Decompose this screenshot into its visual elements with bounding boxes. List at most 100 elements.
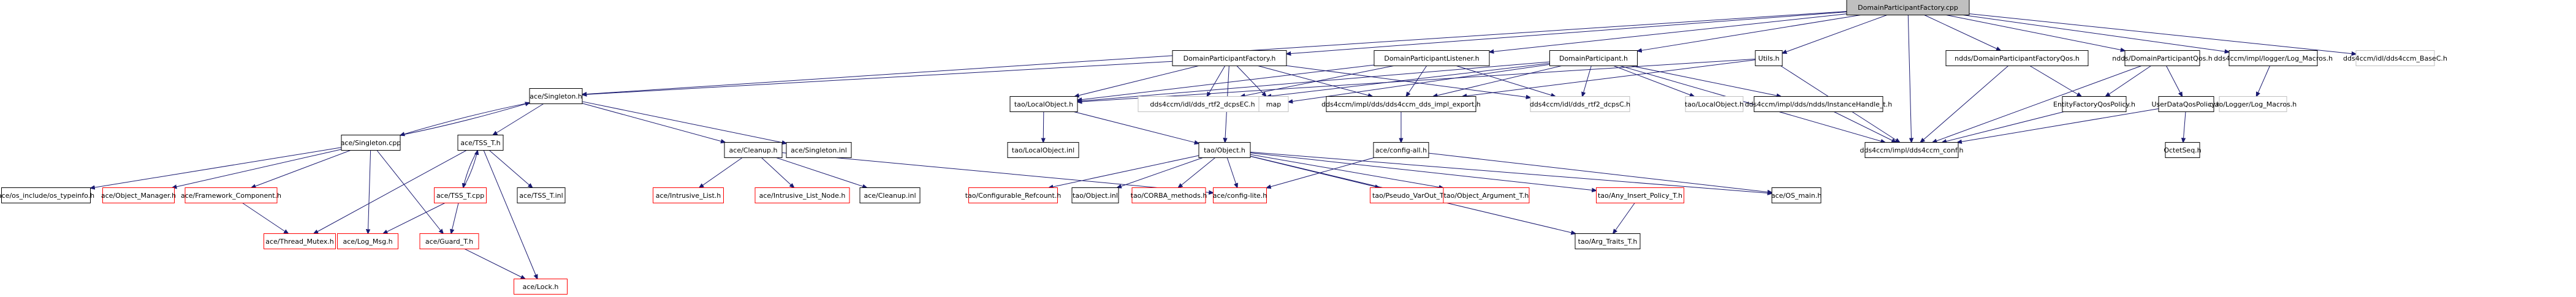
graph-node[interactable]: ace/Cleanup.inl	[859, 187, 921, 203]
graph-node[interactable]: ace/TSS_T.inl	[517, 187, 566, 203]
edge-tss_cpp-to-tss_h	[463, 151, 477, 188]
node-box	[786, 142, 852, 158]
edge-root-to-ndds_dpfqos	[1924, 15, 2000, 51]
graph-node[interactable]: ace/Framework_Component.h	[181, 187, 281, 203]
graph-node[interactable]: ace/os_include/os_typeinfo.h	[0, 187, 94, 203]
node-label: ace/Log_Msg.h	[343, 238, 392, 246]
graph-node[interactable]: dds4ccm/impl/dds/dds4ccm_dds_impl_export…	[1321, 96, 1481, 112]
node-label: ndds/DomainParticipantQos.h	[2112, 55, 2213, 62]
graph-node[interactable]: ace/Singleton.cpp	[341, 135, 401, 151]
node-label: ciao/Logger/Log_Macros.h	[2209, 100, 2297, 108]
graph-node[interactable]: tao/Object_Argument_T.h	[1443, 187, 1530, 203]
graph-node[interactable]: DomainParticipantFactory.h	[1172, 50, 1287, 66]
node-label: tao/LocalObject.h	[1014, 100, 1073, 108]
edges-layer	[91, 11, 2357, 279]
node-box	[1198, 142, 1251, 158]
node-label: ace/Lock.h	[523, 283, 559, 291]
node-box	[653, 187, 724, 203]
graph-node[interactable]: ace/Singleton.h	[529, 88, 583, 104]
graph-node[interactable]: tao/LocalObject.inl	[1007, 142, 1079, 158]
graph-node[interactable]: dds4ccm/idl/dds_rtf2_dcpsC.h	[1530, 96, 1630, 112]
graph-node[interactable]: tao/Configurable_Refcount.h	[965, 187, 1062, 203]
graph-node[interactable]: dds4ccm/impl/logger/Log_Macros.h	[2214, 50, 2333, 66]
graph-node[interactable]: tao/CORBA_methods.h	[1131, 187, 1207, 203]
edge-config_all-to-config_lite	[1267, 157, 1374, 188]
graph-node[interactable]: ace/Singleton.inl	[786, 142, 852, 158]
node-box	[2062, 96, 2127, 112]
edge-dpl_h-to-localobj_h	[1077, 64, 1375, 100]
node-box	[517, 187, 566, 203]
edge-dpl_h-to-dcpsc	[1456, 66, 1555, 97]
node-label: ace/OS_main.h	[1771, 192, 1822, 200]
node-box	[1846, 0, 1970, 15]
graph-node[interactable]: ndds/DomainParticipantQos.h	[2112, 50, 2213, 66]
graph-node[interactable]: ace/Lock.h	[514, 279, 568, 295]
graph-node[interactable]: ace/TSS_T.h	[457, 135, 504, 151]
graph-node[interactable]: ace/Thread_Mutex.h	[264, 233, 336, 249]
edge-log_macros-to-ciao_log	[2257, 66, 2270, 97]
edge-object_h-to-corba_methods	[1178, 157, 1215, 188]
edge-dpf_h-to-dcpsec	[1207, 66, 1226, 97]
node-label: tao/Any_Insert_Policy_T.h	[1598, 192, 1682, 200]
node-box	[434, 187, 487, 203]
graph-node[interactable]: ace/Intrusive_List.h	[653, 187, 724, 203]
node-box	[2158, 96, 2214, 112]
graph-node[interactable]: ndds/DomainParticipantFactoryQos.h	[1945, 50, 2089, 66]
edge-root-to-basec	[1969, 13, 2356, 54]
graph-node[interactable]: tao/LocalObject.h	[1685, 96, 1744, 112]
graph-node[interactable]: ace/config-lite.h	[1213, 187, 1267, 203]
graph-node[interactable]: ace/TSS_T.cpp	[434, 187, 487, 203]
edge-object_h-to-object_inl	[1117, 157, 1203, 188]
graph-node[interactable]: dds4ccm/impl/dds/ndds/InstanceHandle_t.h	[1745, 96, 1892, 112]
graph-node[interactable]: DomainParticipant.h	[1549, 50, 1638, 66]
graph-node[interactable]: tao/Object.h	[1198, 142, 1251, 158]
graph-node[interactable]: ace/OS_main.h	[1771, 187, 1822, 203]
graph-node[interactable]: map	[1258, 96, 1289, 112]
graph-node[interactable]: tao/Arg_Traits_T.h	[1575, 233, 1641, 249]
graph-node[interactable]: ace/Log_Msg.h	[337, 233, 398, 249]
edge-singleton_cpp-to-obj_manager	[172, 149, 342, 188]
graph-node[interactable]: tao/LocalObject.h	[1009, 96, 1078, 112]
graph-node[interactable]: ace/Guard_T.h	[419, 233, 479, 249]
edge-tss_cpp-to-guard_t	[451, 203, 459, 234]
node-box	[337, 233, 398, 249]
graph-node: DomainParticipantFactory.cpp	[1846, 0, 1970, 15]
node-box	[419, 233, 479, 249]
graph-node[interactable]: dds4ccm/impl/dds4ccm_conf.h	[1860, 142, 1964, 158]
graph-node[interactable]: UserDataQosPolicy.h	[2152, 96, 2221, 112]
edge-tss_h-to-lock_h	[483, 150, 538, 279]
graph-node[interactable]: tao/Object.inl	[1071, 187, 1119, 203]
node-label: ace/Object_Manager.h	[101, 192, 176, 200]
node-label: dds4ccm/impl/dds/dds4ccm_dds_impl_export…	[1321, 100, 1481, 108]
edge-dp_h-to-conf_h	[1620, 66, 1885, 143]
node-label: tao/Configurable_Refcount.h	[965, 192, 1062, 200]
graph-node[interactable]: dds4ccm/idl/dds4ccm_BaseC.h	[2343, 50, 2447, 66]
graph-node[interactable]: ace/config-all.h	[1373, 142, 1429, 158]
node-box	[1370, 187, 1452, 203]
node-label: dds4ccm/idl/dds_rtf2_dcpsEC.h	[1150, 100, 1255, 108]
edge-cleanup_h-to-config_lite	[781, 152, 1214, 193]
edge-userdata_qos-to-octetseq	[2183, 111, 2186, 143]
graph-node[interactable]: tao/Any_Insert_Policy_T.h	[1596, 187, 1684, 203]
node-label: DomainParticipantListener.h	[1384, 55, 1479, 62]
edge-localobj_h-to-object_h	[1074, 111, 1199, 144]
edge-singleton_cpp-to-singleton_h	[400, 103, 530, 136]
graph-node[interactable]: ace/Intrusive_List_Node.h	[754, 187, 850, 203]
graph-node[interactable]: tao/Pseudo_VarOut_T.h	[1370, 187, 1452, 203]
graph-node[interactable]: ace/Object_Manager.h	[101, 187, 176, 203]
graph-node[interactable]: ace/Cleanup.h	[724, 142, 783, 158]
graph-node[interactable]: ciao/Logger/Log_Macros.h	[2209, 96, 2297, 112]
node-box	[2124, 50, 2200, 66]
graph-node[interactable]: OctetSeq.h	[2164, 142, 2202, 158]
edge-root-to-log_macros	[1962, 15, 2229, 52]
graph-node[interactable]: Utils.h	[1755, 50, 1783, 66]
graph-node[interactable]: EntityFactoryQosPolicy.h	[2053, 96, 2135, 112]
edge-dpf_h-to-map	[1236, 66, 1266, 97]
graph-node[interactable]: DomainParticipantListener.h	[1373, 50, 1490, 66]
node-box	[754, 187, 850, 203]
graph-node[interactable]: dds4ccm/idl/dds_rtf2_dcpsEC.h	[1138, 96, 1267, 112]
edge-dp_h-to-impl_export	[1433, 66, 1562, 97]
node-box	[529, 88, 583, 104]
node-label: tao/Pseudo_VarOut_T.h	[1372, 192, 1449, 200]
